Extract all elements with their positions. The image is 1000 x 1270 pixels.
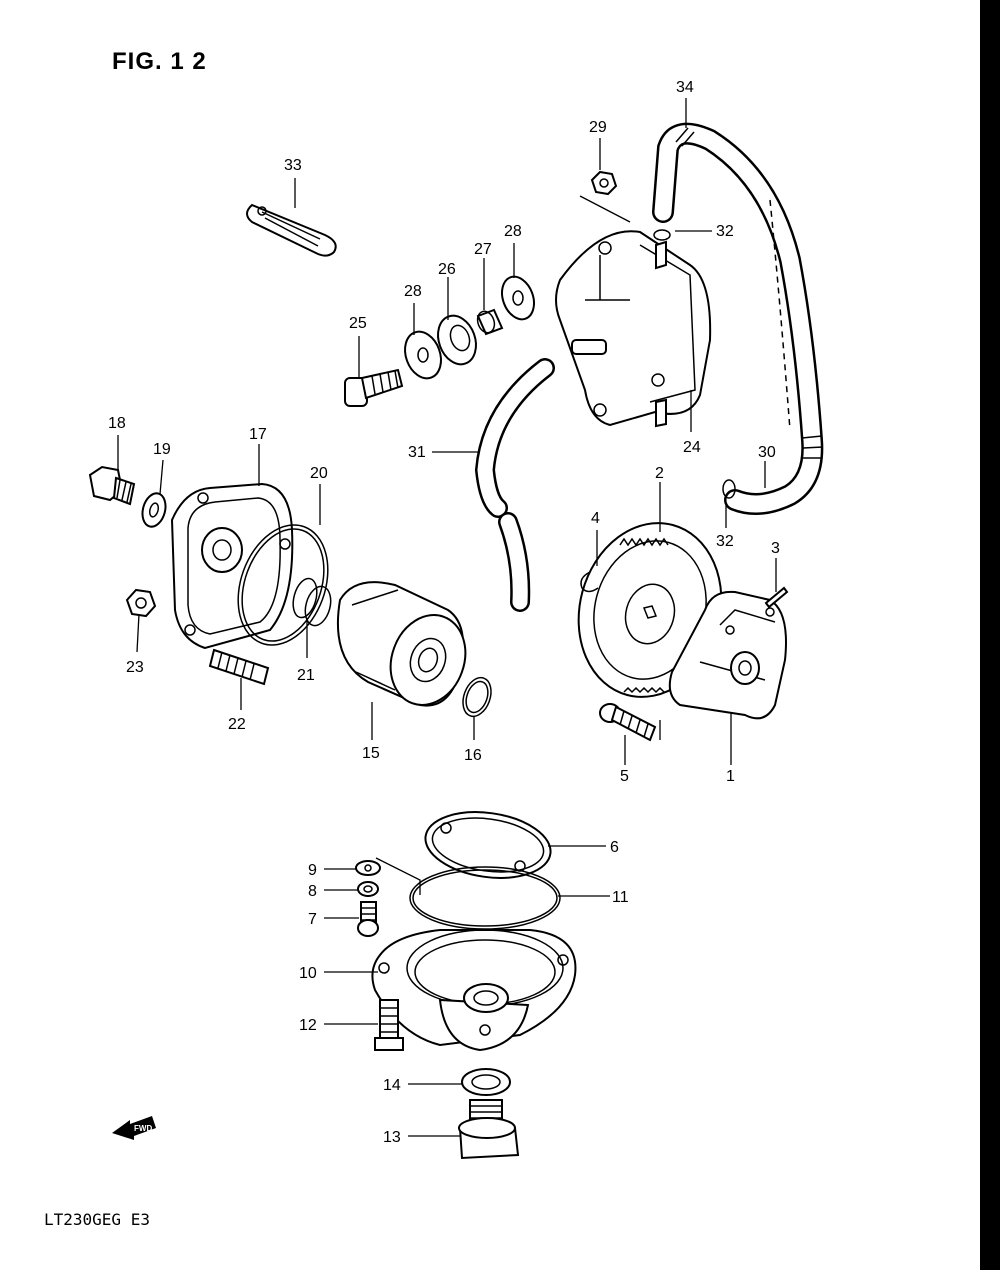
part-28-washer-right (501, 275, 535, 321)
part-27-collar (476, 308, 504, 336)
part-19-washer (141, 492, 167, 528)
callout-32-upper: 32 (716, 223, 734, 240)
part-21-o-rings (292, 577, 332, 627)
fwd-label: FWD (134, 1124, 152, 1133)
callout-18: 18 (108, 415, 126, 432)
figure-title: FIG. 1 2 (112, 48, 207, 75)
callout-8: 8 (308, 883, 317, 900)
part-33-clamp (246, 203, 337, 257)
part-32-clip-lower (722, 479, 736, 499)
callout-7: 7 (308, 911, 317, 928)
callout-21: 21 (297, 667, 315, 684)
part-3-pin (764, 586, 789, 609)
callout-6: 6 (610, 839, 619, 856)
callout-32-lower: 32 (716, 533, 734, 550)
part-14-gasket (461, 1068, 511, 1096)
part-26-grommet (437, 314, 477, 366)
callout-9: 9 (308, 862, 317, 879)
part-29-nut (590, 170, 618, 196)
callout-16: 16 (464, 747, 482, 764)
part-28-washer-left (404, 330, 442, 380)
callout-26: 26 (438, 261, 456, 278)
callout-14: 14 (383, 1077, 401, 1094)
part-18-bolt (88, 465, 136, 506)
model-code: LT230GEG E3 (44, 1210, 150, 1229)
part-12-bolt (374, 999, 404, 1051)
callout-28-left: 28 (404, 283, 422, 300)
leader-lines (117, 98, 777, 1137)
part-24-fuel-pump (555, 230, 712, 428)
part-5-screw (599, 703, 657, 742)
part-10-sump-cover (371, 929, 577, 1052)
part-7-screw (357, 901, 379, 937)
part-9-plate (355, 860, 381, 876)
part-8-washer (357, 881, 379, 897)
callout-15: 15 (362, 745, 380, 762)
callout-19: 19 (153, 441, 171, 458)
callout-24: 24 (683, 439, 701, 456)
callout-11: 11 (612, 889, 629, 906)
callout-3: 3 (771, 540, 780, 557)
callout-1: 1 (726, 768, 735, 785)
scan-edge-bar (980, 0, 1000, 1270)
part-22-stud (208, 648, 270, 686)
part-13-drain-plug (458, 1099, 520, 1160)
part-1-pump-body (668, 590, 787, 720)
part-32-clip-upper (653, 229, 671, 241)
callout-30: 30 (758, 444, 776, 461)
callout-34: 34 (676, 79, 694, 96)
callout-29: 29 (589, 119, 607, 136)
callout-4: 4 (591, 510, 600, 527)
part-16-o-ring (462, 676, 492, 718)
callout-2: 2 (655, 465, 664, 482)
part-20-o-ring (237, 524, 329, 646)
callout-5: 5 (620, 768, 629, 785)
part-17-filter-cap (170, 482, 294, 650)
callout-23: 23 (126, 659, 144, 676)
callout-22: 22 (228, 716, 246, 733)
callout-28-right: 28 (504, 223, 522, 240)
callout-10: 10 (299, 965, 317, 982)
part-15-oil-filter (336, 581, 467, 707)
callout-12: 12 (299, 1017, 317, 1034)
part-4-circlip (580, 571, 599, 593)
callout-27: 27 (474, 241, 492, 258)
callout-13: 13 (383, 1129, 401, 1146)
part-23-nut (125, 588, 157, 618)
part-34-hose (652, 122, 824, 515)
part-31-hose (474, 358, 555, 612)
fwd-arrow-icon: FWD (112, 1116, 156, 1140)
callout-20: 20 (310, 465, 328, 482)
callout-33: 33 (284, 157, 302, 174)
part-25-bolt (344, 368, 404, 407)
callout-25: 25 (349, 315, 367, 332)
callout-17: 17 (249, 426, 267, 443)
callout-31: 31 (408, 444, 426, 461)
callout-labels: 33 34 29 32 28 27 26 28 25 24 31 30 32 1… (108, 79, 780, 1146)
